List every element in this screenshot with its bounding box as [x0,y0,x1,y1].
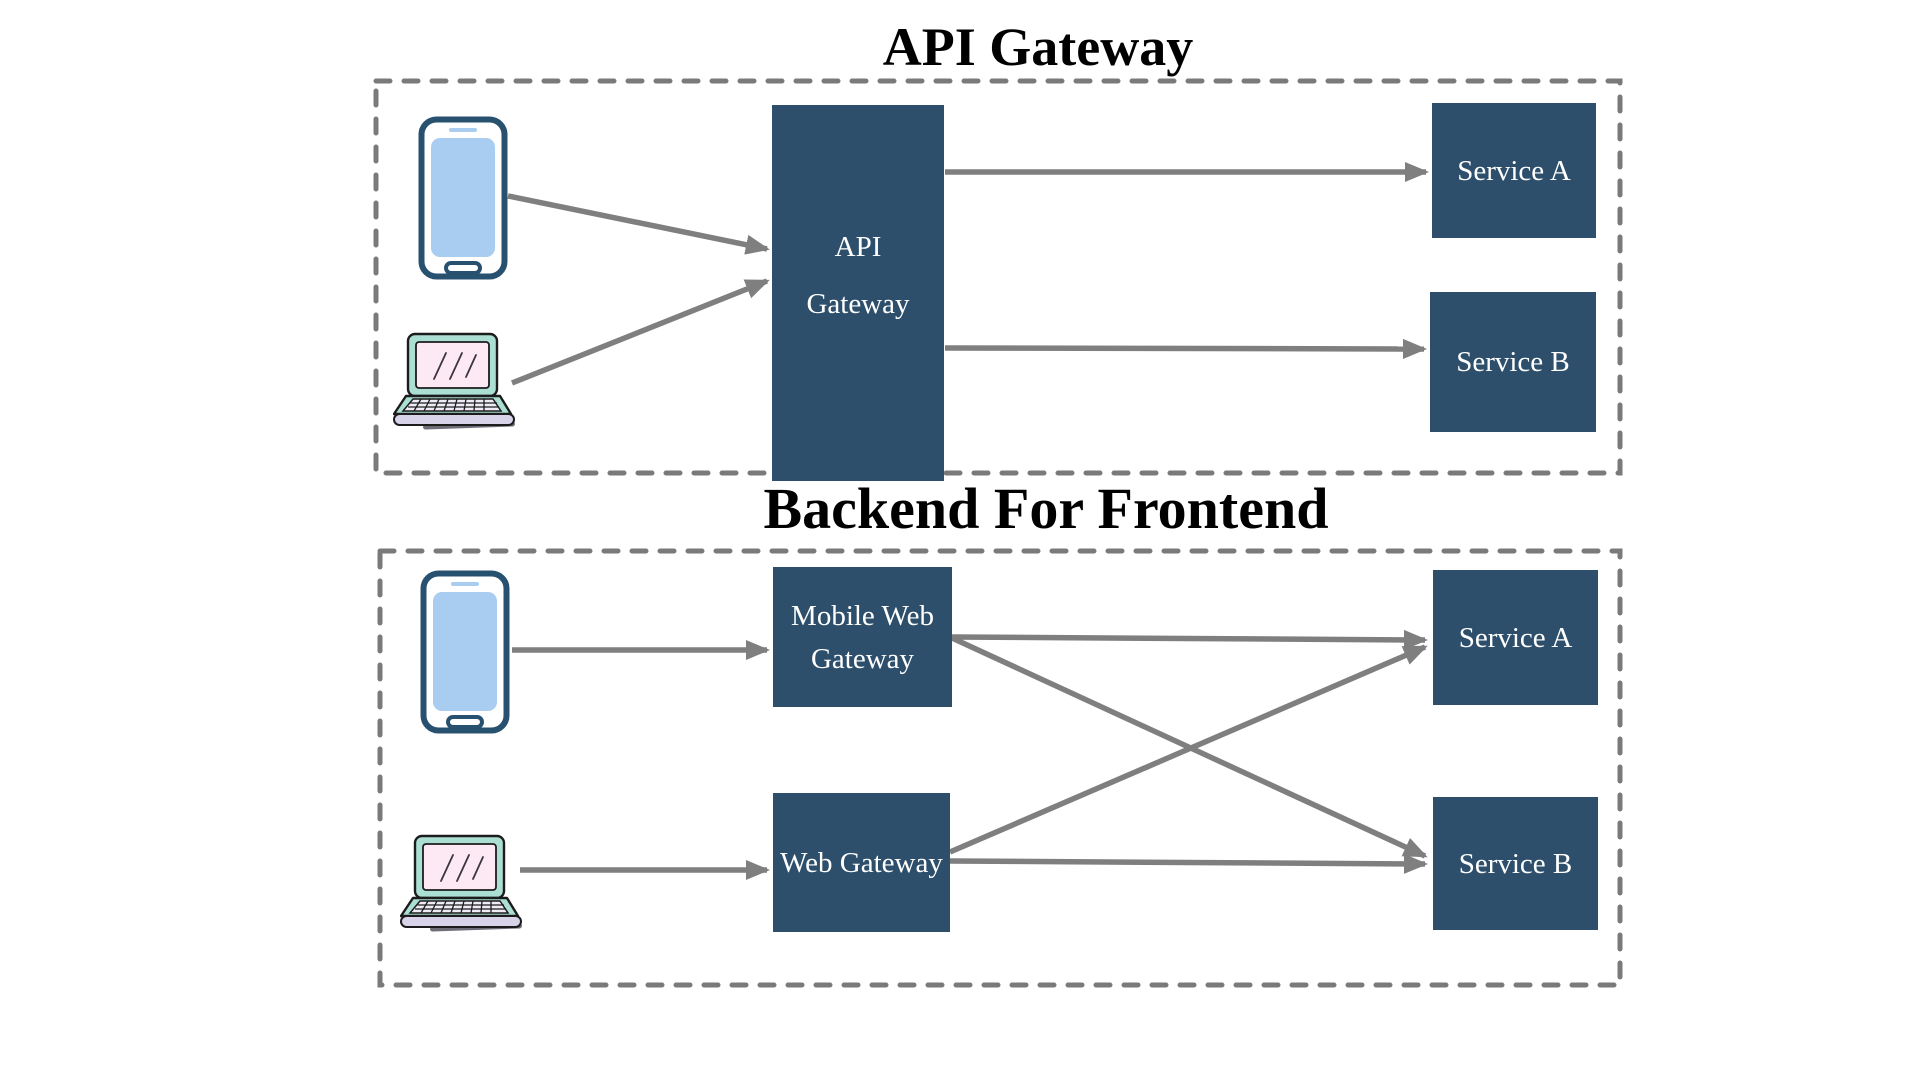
node-label-line: Web Gateway [780,846,943,879]
smartphone-icon [420,570,510,734]
api-gateway-section-border [373,78,1623,476]
node-label-line: Service B [1458,847,1573,880]
connector-web-gateway-to-service-a [948,644,1428,855]
connector-api-gateway-to-service-b [944,338,1428,360]
laptop-icon [393,332,515,430]
node-mobile-web-gateway: Mobile Web Gateway [773,567,952,707]
bff-section-border [377,548,1623,988]
section-title-api-gateway: API Gateway [882,17,1194,77]
node-label-line: Service B [1456,346,1570,378]
section-title-backend-for-frontend: Backend For Frontend [763,476,1329,541]
node-label-line: Gateway [806,287,910,320]
node-label-line: API [834,230,882,263]
node-label-line: Mobile Web [791,599,934,632]
node-label-line: Gateway [810,642,915,675]
node-web-gateway: Web Gateway [773,793,950,932]
smartphone-icon [418,116,508,280]
node-label-line: Service A [1457,154,1571,187]
connector-mobile-web-gateway-to-service-a [951,629,1429,650]
node-service-b: Service B [1430,292,1596,432]
node-service-a: Service A [1433,570,1598,705]
connector-web-gateway-to-service-b [949,853,1429,874]
node-service-a: Service A [1432,103,1596,238]
connector-smartphone-to-api-gateway [507,193,770,255]
node-label-line: Service A [1458,621,1573,654]
node-api-gateway: API Gateway [772,105,944,481]
laptop-icon [400,834,522,932]
connector-laptop-to-api-gateway [510,278,770,386]
node-service-b: Service B [1433,797,1598,930]
